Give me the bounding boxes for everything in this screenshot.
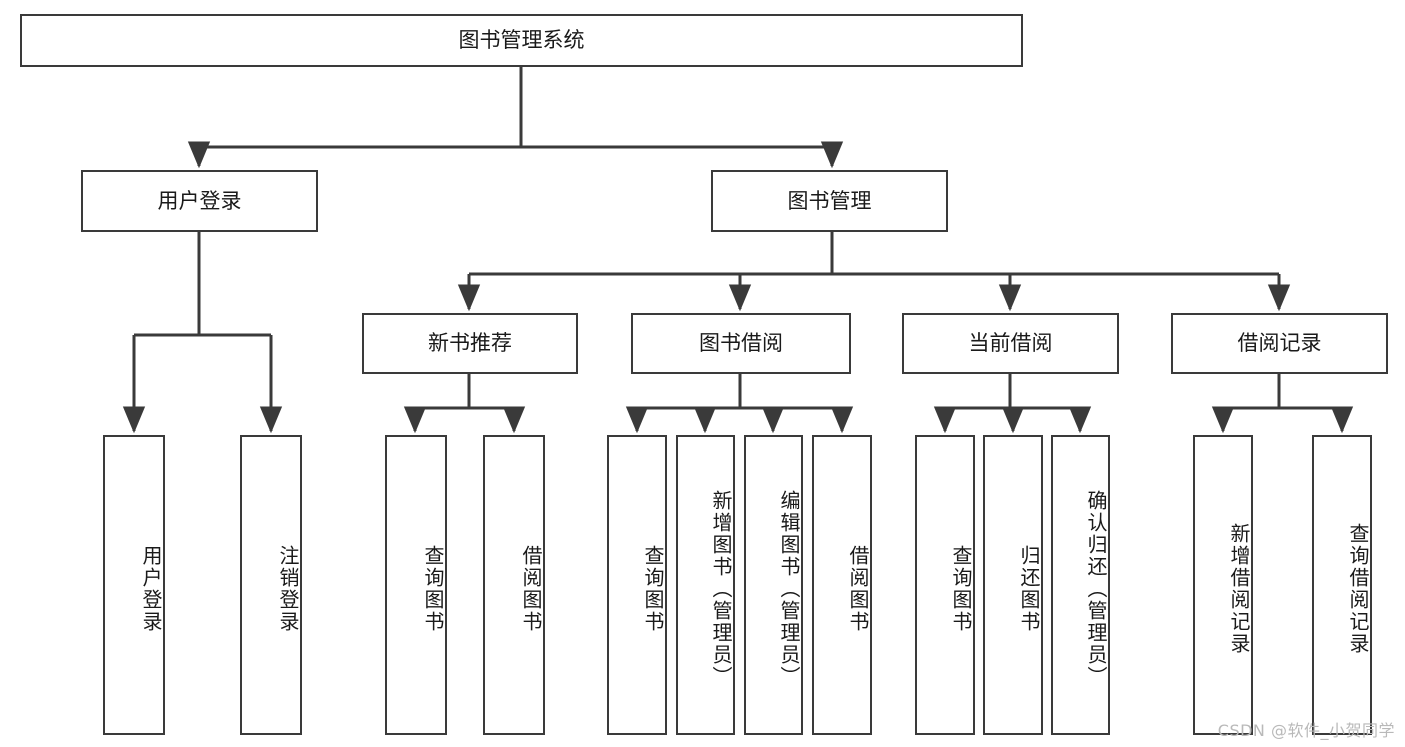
node-leaf-borrow-book-rec-label: 借阅图书 <box>519 545 543 633</box>
node-leaf-confirm-ret-cb[interactable]: 确认归还（管理员） <box>1051 435 1110 735</box>
node-leaf-user-logout[interactable]: 注销登录 <box>240 435 302 735</box>
node-borrow-record[interactable]: 借阅记录 <box>1171 313 1388 374</box>
node-leaf-return-book-cb-label: 归还图书 <box>1017 545 1041 633</box>
node-new-book-rec[interactable]: 新书推荐 <box>362 313 578 374</box>
node-leaf-query-book-bb[interactable]: 查询图书 <box>607 435 667 735</box>
node-leaf-query-book-rec-label: 查询图书 <box>421 545 445 633</box>
node-leaf-query-record-br[interactable]: 查询借阅记录 <box>1312 435 1372 735</box>
csdn-watermark: CSDN @软件_小贺同学 <box>1217 721 1395 740</box>
node-leaf-return-book-cb[interactable]: 归还图书 <box>983 435 1043 735</box>
node-leaf-query-book-bb-label: 查询图书 <box>641 545 665 633</box>
node-leaf-user-logout-label: 注销登录 <box>276 545 300 633</box>
node-user-login[interactable]: 用户登录 <box>81 170 318 232</box>
node-leaf-user-login[interactable]: 用户登录 <box>103 435 165 735</box>
node-leaf-add-record-br-label: 新增借阅记录 <box>1227 523 1251 655</box>
node-leaf-query-book-cb[interactable]: 查询图书 <box>915 435 975 735</box>
node-current-borrow-label: 当前借阅 <box>968 331 1053 356</box>
node-leaf-edit-book-bb-label: 编辑图书（管理员） <box>777 490 801 688</box>
node-borrow-record-label: 借阅记录 <box>1237 331 1322 356</box>
node-leaf-query-record-br-label: 查询借阅记录 <box>1346 523 1370 655</box>
node-leaf-query-book-cb-label: 查询图书 <box>949 545 973 633</box>
node-leaf-add-book-bb[interactable]: 新增图书（管理员） <box>676 435 735 735</box>
node-leaf-add-record-br[interactable]: 新增借阅记录 <box>1193 435 1253 735</box>
node-new-book-rec-label: 新书推荐 <box>428 331 512 356</box>
node-root[interactable]: 图书管理系统 <box>20 14 1023 67</box>
node-user-login-label: 用户登录 <box>157 188 242 213</box>
node-leaf-edit-book-bb[interactable]: 编辑图书（管理员） <box>744 435 803 735</box>
node-book-borrow-label: 图书借阅 <box>699 331 783 356</box>
node-leaf-user-login-label: 用户登录 <box>139 545 163 633</box>
node-leaf-borrow-book-bb[interactable]: 借阅图书 <box>812 435 872 735</box>
node-book-manage[interactable]: 图书管理 <box>711 170 948 232</box>
node-book-manage-label: 图书管理 <box>787 188 872 213</box>
node-root-label: 图书管理系统 <box>458 28 585 53</box>
node-leaf-confirm-ret-cb-label: 确认归还（管理员） <box>1084 490 1108 688</box>
node-leaf-add-book-bb-label: 新增图书（管理员） <box>709 490 733 688</box>
node-leaf-query-book-rec[interactable]: 查询图书 <box>385 435 447 735</box>
node-leaf-borrow-book-bb-label: 借阅图书 <box>846 545 870 633</box>
node-current-borrow[interactable]: 当前借阅 <box>902 313 1119 374</box>
node-book-borrow[interactable]: 图书借阅 <box>631 313 851 374</box>
node-leaf-borrow-book-rec[interactable]: 借阅图书 <box>483 435 545 735</box>
